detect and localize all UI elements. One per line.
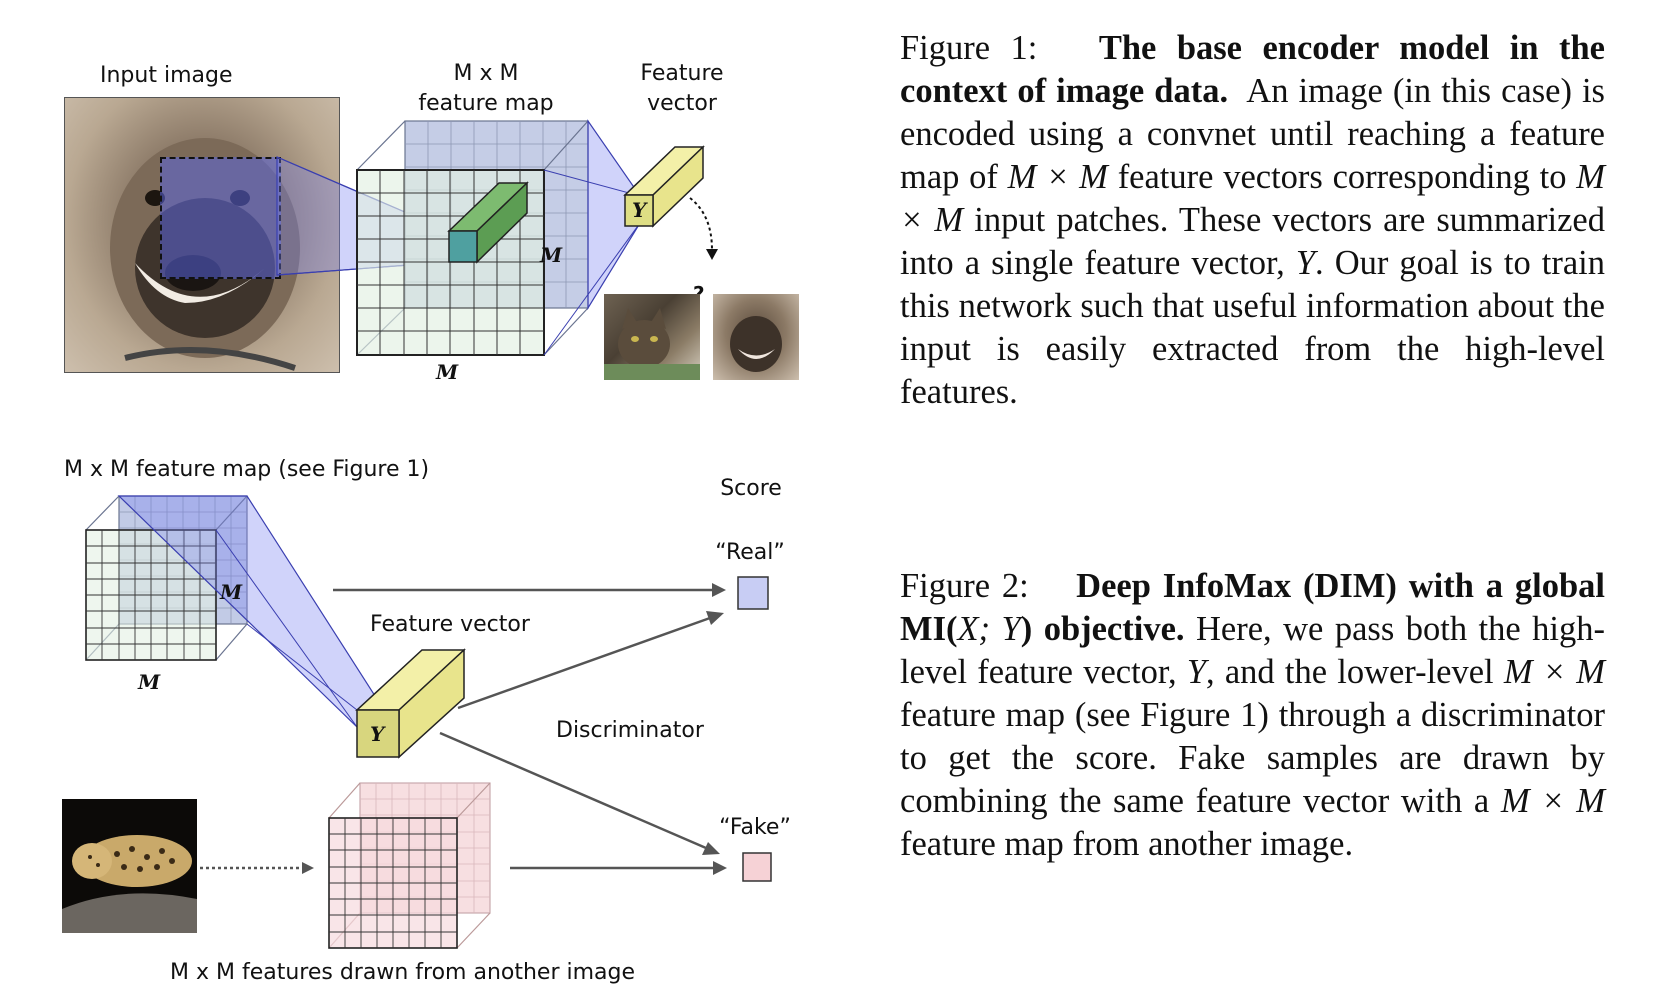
caption2-math1: Y [1186,653,1207,691]
caption1-bold: The base encoder model in the context of… [900,29,1605,110]
feature-map-label-2: feature map [418,91,554,116]
caption2-math2: M × M [1503,653,1606,691]
m-bottom-label-2: M [138,670,161,694]
input-image-label: Input image [100,63,233,88]
caption2-part4: feature map from another image. [900,825,1354,863]
caption1-math1: M × M [1007,158,1108,196]
dog-thumbnail [713,294,799,380]
caption2-part3: feature map (see Figure 1) through a dis… [900,696,1605,820]
caption1-math2: M × M [900,158,1606,239]
score-label: Score [720,476,782,501]
caption1-prefix: Figure 1: [900,29,1038,67]
figure2-caption: Figure 2: Deep InfoMax (DIM) with a glob… [900,565,1605,866]
m-side-label-2: M [220,580,243,604]
real-label: “Real” [715,540,785,565]
figure1-caption: Figure 1: The base encoder model in the … [900,27,1605,414]
fake-label: “Fake” [719,815,791,840]
other-image-label: M x M features drawn from another image [170,960,636,985]
caption1-part1: An image (in this case) is encoded using… [900,72,1605,196]
cat-image [604,294,700,380]
discriminator-label: Discriminator [556,718,704,743]
caption2-bold1: Deep InfoMax (DIM) with a global MI( [900,567,1605,648]
caption1-part4: . Our goal is to train this network such… [900,244,1605,411]
feature-map-label-1: M x M [453,61,519,86]
input-patch-overlay [160,157,281,279]
real-score-box [737,576,769,610]
feature-vector-2-label: Feature vector [370,612,530,637]
caption1-part2: feature vectors corresponding to [1117,158,1567,196]
y-label-2: Y [370,722,385,746]
caption1-part3: input patches. These vectors are summari… [900,201,1605,282]
feature-vector-label-2: vector [647,91,717,116]
caption1-math3: Y [1295,244,1316,282]
caption2-math-b: X; Y [957,610,1021,648]
y-label: Y [632,198,647,222]
m-side-label: M [540,243,563,267]
feature-vector-front [624,194,654,227]
fake-score-box [742,852,772,882]
feature-vector-2-front [356,709,400,758]
leopard-image [62,799,197,933]
m-bottom-label: M [436,360,459,384]
caption2-prefix: Figure 2: [900,567,1029,605]
caption2-part2: , and the lower-level [1206,653,1494,691]
caption2-math3: M × M [1500,782,1606,820]
feature-vector-label-1: Feature [640,61,724,86]
caption2-bold2: ) objective. [1020,610,1185,648]
caption2-part1: Here, we pass both the high-level featur… [900,610,1606,691]
figure2-map-label: M x M feature map (see Figure 1) [64,457,430,482]
feature-bar-front [448,230,478,263]
